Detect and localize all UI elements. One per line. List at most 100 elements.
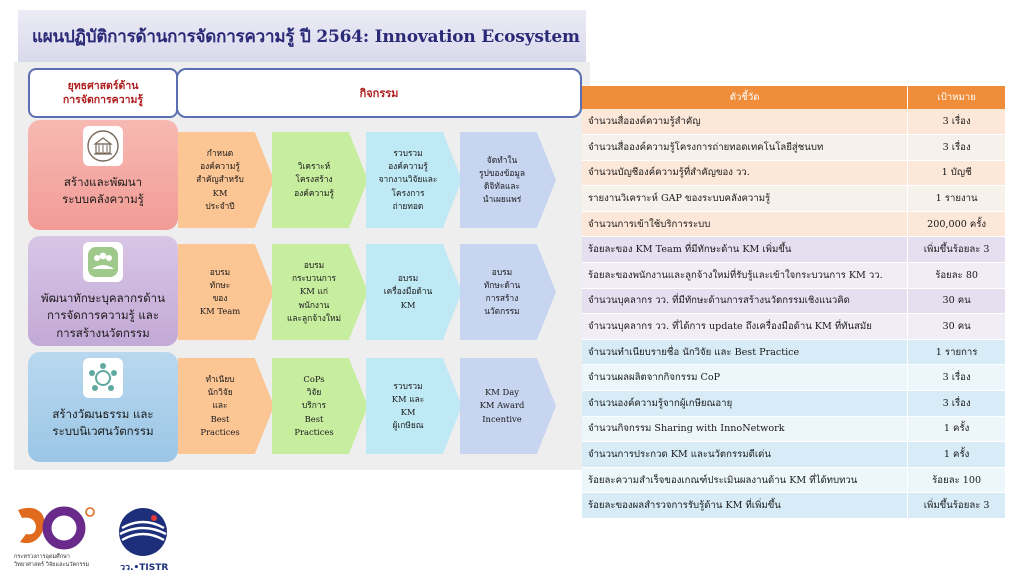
strategy-label-line: สร้างวัฒนธรรม และ — [52, 407, 154, 421]
activity-line: KM — [400, 407, 416, 417]
activity-line: โครงการ — [391, 187, 425, 198]
strategy-label: สร้างและพัฒนา ระบบคลังความรู้ — [62, 174, 144, 209]
indicator-cell: จำนวนทำเนียบรายชื่อ นักวิจัย และ Best Pr… — [582, 339, 909, 366]
activity-line: Best — [210, 413, 230, 424]
tistr-caption: วว.•TISTR — [120, 563, 169, 573]
activity-text: อบรมเครื่องมือด้าน KM — [384, 272, 433, 311]
activity-line: ประจำปี — [205, 200, 235, 211]
target-cell: 3 เรื่อง — [907, 109, 1006, 136]
ministry-caption: กระทรวงการอุดมศึกษา วิทยาศาสตร์ วิจัยและ… — [14, 554, 89, 569]
indicator-cell: จำนวนองค์ความรู้จากผู้เกษียณอายุ — [582, 390, 909, 417]
target-cell: 3 เรื่อง — [907, 390, 1006, 417]
strategy-label-line: การจัดการความรู้ และ — [46, 308, 160, 323]
activity-line: Incentive — [482, 413, 522, 424]
target-cell: เพิ่มขึ้นร้อยละ 3 — [907, 492, 1006, 519]
ministry-logo: กระทรวงการอุดมศึกษา วิทยาศาสตร์ วิจัยและ… — [12, 500, 102, 580]
indicator-cell: จำนวนบุคลากร วว. ที่ได้การ update ถึงเคร… — [582, 313, 909, 340]
target-cell: 30 คน — [907, 288, 1006, 315]
activities-header: กิจกรรม — [176, 68, 582, 118]
indicator-cell: จำนวนการประกวด KM และนวัตกรรมดีเด่น — [582, 441, 909, 468]
indicator-cell: จำนวนสื่อองค์ความรู้โครงการถ่ายทอดเทคโนโ… — [582, 134, 909, 161]
activity-line: อบรม — [397, 273, 419, 284]
activity-line: และ — [212, 400, 228, 411]
target-cell: 200,000 ครั้ง — [907, 211, 1006, 238]
activity-line: Practices — [294, 426, 334, 437]
activity-line: KM — [400, 299, 416, 310]
tistr-logo: วว.•TISTR — [114, 506, 180, 573]
table-row: ร้อยละความสำเร็จของเกณฑ์ประเมินผลงานด้าน… — [582, 467, 1006, 494]
indicator-cell: ร้อยละของพนักงานและลูกจ้างใหม่ที่รับรู้แ… — [582, 262, 909, 289]
activity-line: องค์ความรู้ — [200, 161, 240, 172]
target-cell: เพิ่มขึ้นร้อยละ 3 — [907, 236, 1006, 264]
activity-line: KM แก่ — [300, 286, 328, 297]
indicator-cell: จำนวนบุคลากร วว. ที่มีทักษะด้านการสร้างน… — [582, 288, 909, 315]
network-icon — [83, 358, 123, 398]
activity-line: พนักงาน — [298, 299, 330, 310]
activity-line: เครื่องมือด้าน — [383, 286, 433, 297]
ministry-caption-line: กระทรวงการอุดมศึกษา — [14, 554, 70, 560]
activities-header-label: กิจกรรม — [359, 87, 399, 100]
strategy-label: พัฒนาทักษะบุคลากรด้าน การจัดการความรู้ แ… — [41, 290, 165, 342]
activity-line: กำหนด — [206, 148, 234, 159]
activity-line: ผู้เกษียณ — [392, 420, 424, 431]
activity-line: องค์ความรู้ — [294, 187, 334, 198]
target-header: เป้าหมาย — [907, 86, 1006, 109]
building-icon — [83, 126, 123, 166]
activity-text: วิเคราะห์โครงสร้างองค์ความรู้ — [294, 160, 334, 199]
title-band: แผนปฏิบัติการด้านการจัดการความรู้ ปี 256… — [18, 10, 586, 62]
target-cell: ร้อยละ 80 — [907, 262, 1006, 289]
indicator-header: ตัวชี้วัด — [582, 86, 909, 109]
activity-line: KM Day — [485, 387, 519, 398]
strategy-label-line: ระบบนิเวศนวัตกรรม — [52, 424, 154, 439]
strategy-panel: ยุทธศาสตร์ด้าน การจัดการความรู้ กิจกรรม … — [14, 62, 590, 470]
activity-line: นวัตกรรม — [484, 306, 520, 317]
table-row: จำนวนบัญชีองค์ความรู้ที่สำคัญของ วว.1 บั… — [582, 160, 1006, 187]
activity-arrow: อบรมทักษะด้านการสร้างนวัตกรรม — [460, 244, 556, 340]
target-cell: 1 ครั้ง — [907, 416, 1006, 443]
indicator-cell: ร้อยละของผลสำรวจการรับรู้ด้าน KM ที่เพิ่… — [582, 492, 909, 519]
target-cell: 1 บัญชี — [907, 160, 1006, 187]
table-row: รายงานวิเคราะห์ GAP ของระบบคลังความรู้1 … — [582, 185, 1006, 212]
activity-line: รูปของข้อมูล — [478, 167, 526, 178]
target-cell: 3 เรื่อง — [907, 134, 1006, 161]
activity-line: Practices — [200, 426, 240, 437]
activity-line: อบรม — [209, 266, 231, 277]
activity-line: กระบวนการ — [291, 273, 337, 284]
activity-line: จากงานวิจัยและ — [378, 174, 438, 185]
table-row: จำนวนสื่อองค์ความรู้โครงการถ่ายทอดเทคโนโ… — [582, 134, 1006, 161]
activity-line: ถ่ายทอด — [392, 200, 424, 211]
activity-line: และลูกจ้างใหม่ — [286, 312, 342, 323]
activity-line: ทักษะด้าน — [483, 279, 521, 290]
table-row: จำนวนทำเนียบรายชื่อ นักวิจัย และ Best Pr… — [582, 339, 1006, 366]
activity-arrow: อบรมเครื่องมือด้าน KM — [366, 244, 462, 340]
strategy-skill-development: พัฒนาทักษะบุคลากรด้าน การจัดการความรู้ แ… — [28, 236, 178, 346]
activity-line: KM Award — [479, 400, 525, 411]
activity-line: ทำเนียบ — [205, 374, 235, 385]
target-cell: 1 รายการ — [907, 339, 1006, 366]
activity-arrow: วิเคราะห์โครงสร้างองค์ความรู้ — [272, 132, 368, 228]
target-cell: 1 ครั้ง — [907, 441, 1006, 468]
table-header-row: ตัวชี้วัด เป้าหมาย — [582, 86, 1006, 109]
strategy-label-line: ระบบคลังความรู้ — [62, 192, 144, 207]
page-title: แผนปฏิบัติการด้านการจัดการความรู้ ปี 256… — [32, 26, 580, 47]
strategy-knowledge-repository: สร้างและพัฒนา ระบบคลังความรู้ — [28, 120, 178, 230]
strategy-innovation-ecosystem: สร้างวัฒนธรรม และ ระบบนิเวศนวัตกรรม — [28, 352, 178, 462]
ministry-caption-line: วิทยาศาสตร์ วิจัยและนวัตกรรม — [14, 561, 90, 568]
indicator-cell: จำนวนกิจกรรม Sharing with InnoNetwork — [582, 416, 909, 443]
strategy-label-line: สร้างและพัฒนา — [63, 175, 143, 189]
activity-line: โครงสร้าง — [295, 174, 333, 185]
target-cell: 1 รายงาน — [907, 185, 1006, 212]
table-row: ร้อยละของพนักงานและลูกจ้างใหม่ที่รับรู้แ… — [582, 262, 1006, 289]
